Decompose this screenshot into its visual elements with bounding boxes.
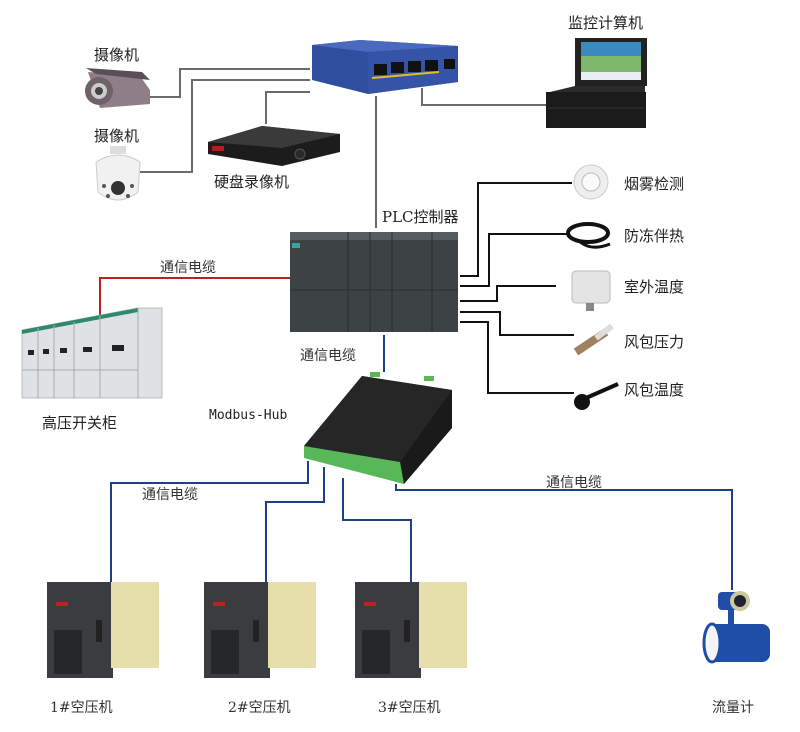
sensor-smoke-label: 烟雾检测 [624,175,684,193]
sensor-heat-label: 防冻伴热 [624,227,684,245]
flowmeter-label: 流量计 [712,700,754,716]
dome-camera-icon [95,146,141,201]
cable-label-plc-hub: 通信电缆 [300,348,356,364]
modbus-hub-icon [304,372,452,484]
outdoor-temp-sensor-icon [571,270,611,311]
switchgear-icon [21,307,163,399]
modbus-hub-label: Modbus-Hub [209,408,287,423]
temperature-probe-icon [574,382,619,410]
wire-plc-outdoor [460,285,556,302]
heat-trace-cable-icon [566,222,611,249]
wire-plc-airtemp [460,321,574,394]
wires [99,68,733,590]
wire-hub-compressor2 [265,467,325,584]
wire-hub-flowmeter [395,484,733,590]
compressor-2-label: 2#空压机 [228,700,291,716]
rugged-laptop-icon [546,38,647,128]
compressor-1-label: 1#空压机 [50,700,113,716]
air-compressor-1-icon [47,582,159,678]
camera1-label: 摄像机 [94,46,139,64]
camera2-label: 摄像机 [94,127,139,145]
wire-plc-heat [460,233,568,287]
network-switch-icon [312,40,458,94]
plc-label: PLC控制器 [382,208,459,226]
nvr-icon [208,126,340,166]
cable-label-hub-compressors: 通信电缆 [142,487,198,503]
wire-camera1-switch [150,68,310,98]
sensor-outdoor-label: 室外温度 [624,278,684,296]
air-compressor-3-icon [355,582,467,678]
wire-hub-compressor1 [110,461,309,584]
wire-plc-pressure [460,311,574,336]
sensor-airtemp-label: 风包温度 [624,381,684,399]
switchgear-label: 高压开关柜 [42,414,117,432]
pressure-sensor-icon [573,323,614,356]
flowmeter-icon [702,591,770,664]
bullet-camera-icon [85,68,150,108]
wire-hub-compressor3 [342,478,412,584]
monitor-pc-label: 监控计算机 [568,14,643,32]
cable-label-hub-flowmeter: 通信电缆 [546,475,602,491]
wire-nvr-switch [265,91,310,124]
wire-camera2-switch [140,79,310,173]
smoke-detector-icon [573,164,609,200]
wire-plc-smoke [460,182,572,277]
wire-plc-switchgear [99,277,290,320]
sensor-pressure-label: 风包压力 [624,333,684,351]
air-compressor-2-icon [204,582,316,678]
wire-switch-pc [421,88,548,106]
plc-icon [290,232,458,332]
compressor-3-label: 3#空压机 [378,700,441,716]
nvr-label: 硬盘录像机 [214,173,289,191]
cable-label-plc-switchgear: 通信电缆 [160,260,216,276]
